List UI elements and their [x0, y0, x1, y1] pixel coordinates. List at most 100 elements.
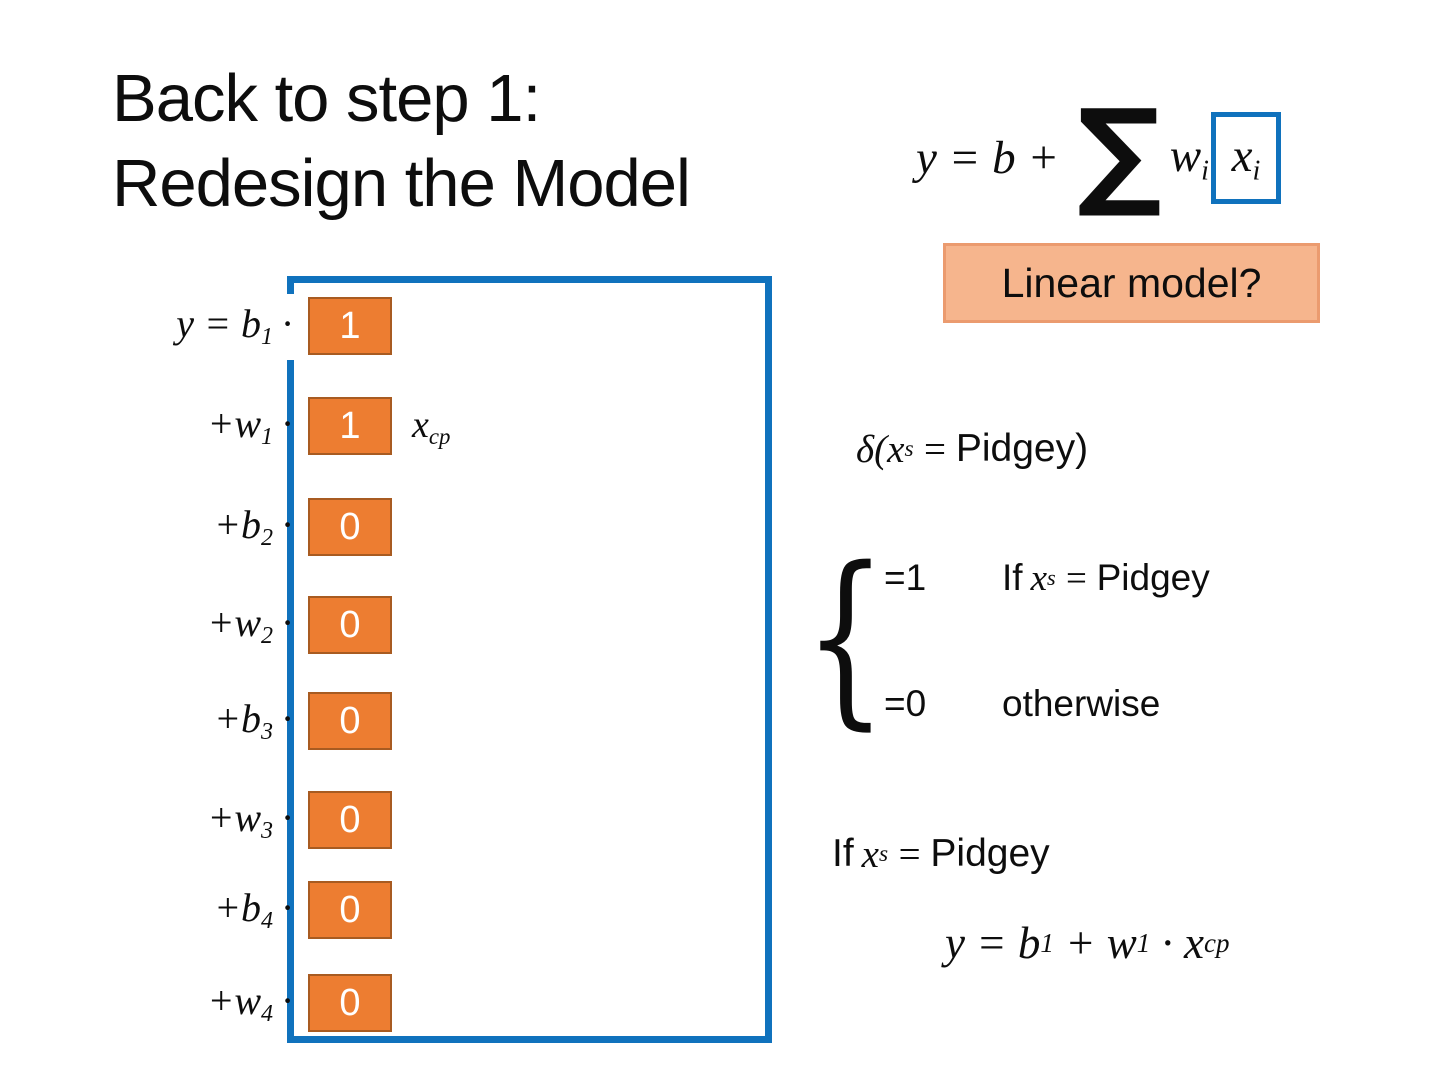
- term-subscript: 4: [261, 908, 273, 935]
- case2-condition: otherwise: [1002, 683, 1161, 724]
- general-model-formula: y = b + ∑ wi xi: [916, 90, 1281, 226]
- ff-s2: 1: [1136, 927, 1151, 958]
- value-text: 1: [339, 404, 361, 447]
- case1-subscript: s: [1047, 565, 1056, 590]
- value-box: 1: [308, 297, 392, 355]
- case1-x: x: [1030, 557, 1047, 599]
- formula-lhs: y = b +: [916, 132, 1060, 184]
- ff-t2: + w: [1053, 918, 1137, 968]
- weight-term: wi: [1170, 129, 1209, 187]
- value-text: 0: [339, 603, 361, 646]
- linear-model-label: Linear model?: [1001, 259, 1262, 306]
- linear-model-callout: Linear model?: [943, 243, 1320, 323]
- delta-subscript: s: [904, 435, 914, 462]
- term-symbol: +b: [214, 885, 261, 931]
- value-box: 0: [308, 881, 392, 939]
- ff-s1: 1: [1040, 927, 1054, 958]
- term-symbol: +b: [214, 696, 261, 742]
- feature-symbol: x: [1231, 129, 1253, 182]
- term-symbol: +w: [207, 600, 261, 646]
- cond-x: x: [861, 832, 879, 876]
- term-subscript: 1: [261, 424, 273, 451]
- ff-s3: cp: [1203, 927, 1230, 958]
- term-subscript: 3: [261, 818, 273, 845]
- case-row-2: =0 otherwise: [884, 678, 1160, 730]
- equation-term: +w2 ·: [100, 599, 292, 650]
- case-brace: {: [803, 528, 887, 748]
- delta-rhs: Pidgey): [955, 427, 1089, 470]
- term-subscript: 2: [261, 623, 273, 650]
- ff-t3: · x: [1150, 918, 1204, 968]
- weight-subscript: i: [1201, 155, 1209, 187]
- equation-term: +w1 ·: [100, 400, 292, 451]
- weight-symbol: w: [1169, 129, 1202, 182]
- xcp-label: xcp: [412, 403, 450, 450]
- value-box: 0: [308, 791, 392, 849]
- equation-row-7: +b4 · 0: [100, 878, 660, 942]
- ff-t1: y = b: [945, 918, 1041, 968]
- multiply-dot: ·: [282, 795, 292, 841]
- multiply-dot: ·: [282, 502, 292, 548]
- equation-row-5: +b3 · 0: [100, 689, 660, 753]
- multiply-dot: ·: [282, 696, 292, 742]
- multiply-dot: ·: [282, 401, 292, 447]
- delta-lhs: δ(x: [856, 427, 905, 471]
- equation-term: +w3 ·: [100, 794, 292, 845]
- term-symbol: +b: [214, 502, 261, 548]
- xi-highlight-box: xi: [1210, 112, 1281, 204]
- slide-title: Back to step 1: Redesign the Model: [112, 56, 691, 226]
- equation-term: +b2 ·: [100, 501, 292, 552]
- term-subscript: 4: [261, 1001, 273, 1028]
- value-text: 0: [339, 699, 361, 742]
- multiply-dot: ·: [282, 978, 292, 1024]
- equation-row-8: +w4 · 0: [100, 971, 660, 1035]
- equation-term: y = b1·: [100, 300, 292, 351]
- multiply-dot: ·: [282, 600, 292, 646]
- equation-row-4: +w2 · 0: [100, 593, 660, 657]
- case1-rhs: Pidgey: [1096, 557, 1210, 598]
- brace-glyph: {: [803, 528, 887, 748]
- equation-term: +b4 ·: [100, 884, 292, 935]
- value-box: 1: [308, 397, 392, 455]
- xcp-symbol: x: [412, 403, 429, 446]
- term-symbol: y = b: [176, 301, 261, 347]
- term-subscript: 2: [261, 525, 273, 552]
- xcp-subscript: cp: [428, 423, 451, 449]
- case1-if: If: [1002, 557, 1023, 598]
- equation-row-1: y = b1· 1: [100, 294, 660, 358]
- case1-equals: =: [1063, 557, 1089, 599]
- delta-equals: =: [921, 427, 948, 471]
- term-symbol: +w: [207, 795, 261, 841]
- multiply-dot: ·: [282, 301, 292, 347]
- equation-term: +b3 ·: [100, 695, 292, 746]
- value-box: 0: [308, 498, 392, 556]
- cond-equals: =: [896, 832, 923, 876]
- feature-subscript: i: [1252, 155, 1261, 187]
- equation-row-2: +w1· 1 xcp: [100, 394, 660, 458]
- value-text: 1: [339, 304, 361, 347]
- value-box: 0: [308, 974, 392, 1032]
- equation-row-6: +w3 · 0: [100, 788, 660, 852]
- equation-row-3: +b2 · 0: [100, 495, 660, 559]
- value-box: 0: [308, 692, 392, 750]
- multiply-dot: ·: [282, 885, 292, 931]
- value-text: 0: [339, 798, 361, 841]
- value-text: 0: [339, 505, 361, 548]
- frame-gap: [282, 294, 310, 360]
- title-line-1: Back to step 1:: [112, 61, 541, 136]
- term-symbol: +w: [207, 401, 261, 447]
- term-subscript: 3: [261, 719, 273, 746]
- cond-if: If: [832, 832, 854, 875]
- value-box: 0: [308, 596, 392, 654]
- feature-term: xi: [1232, 129, 1261, 187]
- equation-term: +w4 ·: [100, 977, 292, 1028]
- case2-value: =0: [884, 683, 927, 724]
- title-line-2: Redesign the Model: [112, 146, 691, 222]
- cond-subscript: s: [878, 840, 889, 867]
- term-symbol: +w: [207, 978, 261, 1024]
